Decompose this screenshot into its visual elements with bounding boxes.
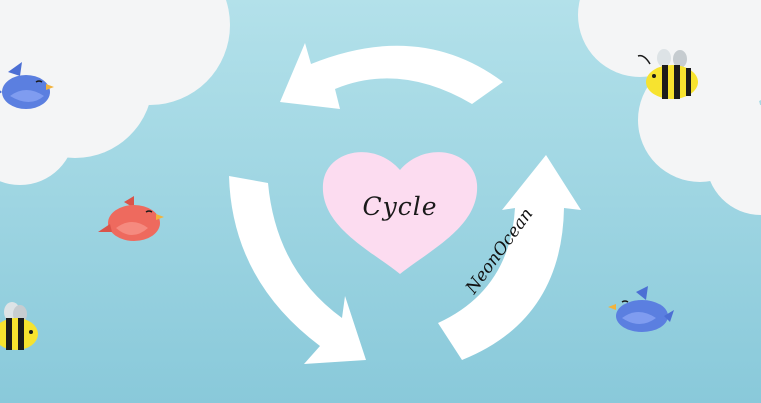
center-label: Cycle	[362, 192, 438, 221]
blue-bird-icon-right	[608, 286, 674, 332]
blue-bird-icon	[0, 62, 54, 109]
heart-shape	[322, 152, 478, 274]
cycle-arrow-right	[438, 155, 581, 360]
cycle-arrow-left	[229, 176, 366, 364]
bee-icon-left	[0, 302, 38, 350]
red-bird-icon	[98, 196, 164, 241]
bee-icon	[637, 49, 698, 99]
cycle-arrow-top	[280, 43, 503, 109]
cloud-left	[0, 0, 230, 185]
